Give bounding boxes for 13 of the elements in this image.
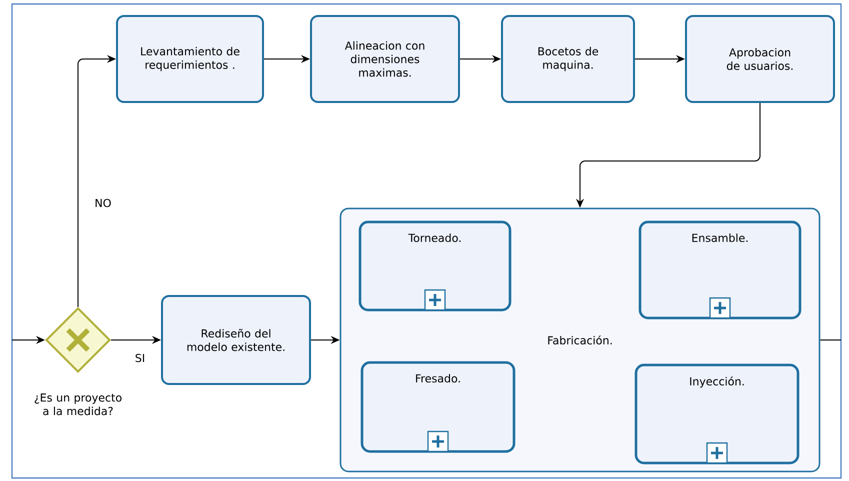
task-box: Alineacion con dimensiones maximas. [310,15,460,103]
task-box: Rediseño del modelo existente. [161,295,311,385]
task-box: Aprobacion de usuarios. [685,15,835,103]
task-box: Bocetos de maquina. [501,15,635,103]
subprocess-box: Fresado. [360,361,516,453]
edge-label: NO [94,198,112,208]
subprocess-box: Ensamble. [638,220,802,320]
gateway-label: ¿Es un proyecto a la medida? [34,394,122,416]
subprocess-box: Inyección. [634,364,800,464]
edge-label: SI [134,352,146,364]
gateway-diamond [45,307,111,373]
task-box: Levantamiento de requerimientos . [116,15,264,103]
subprocess-box: Torneado. [358,220,512,312]
